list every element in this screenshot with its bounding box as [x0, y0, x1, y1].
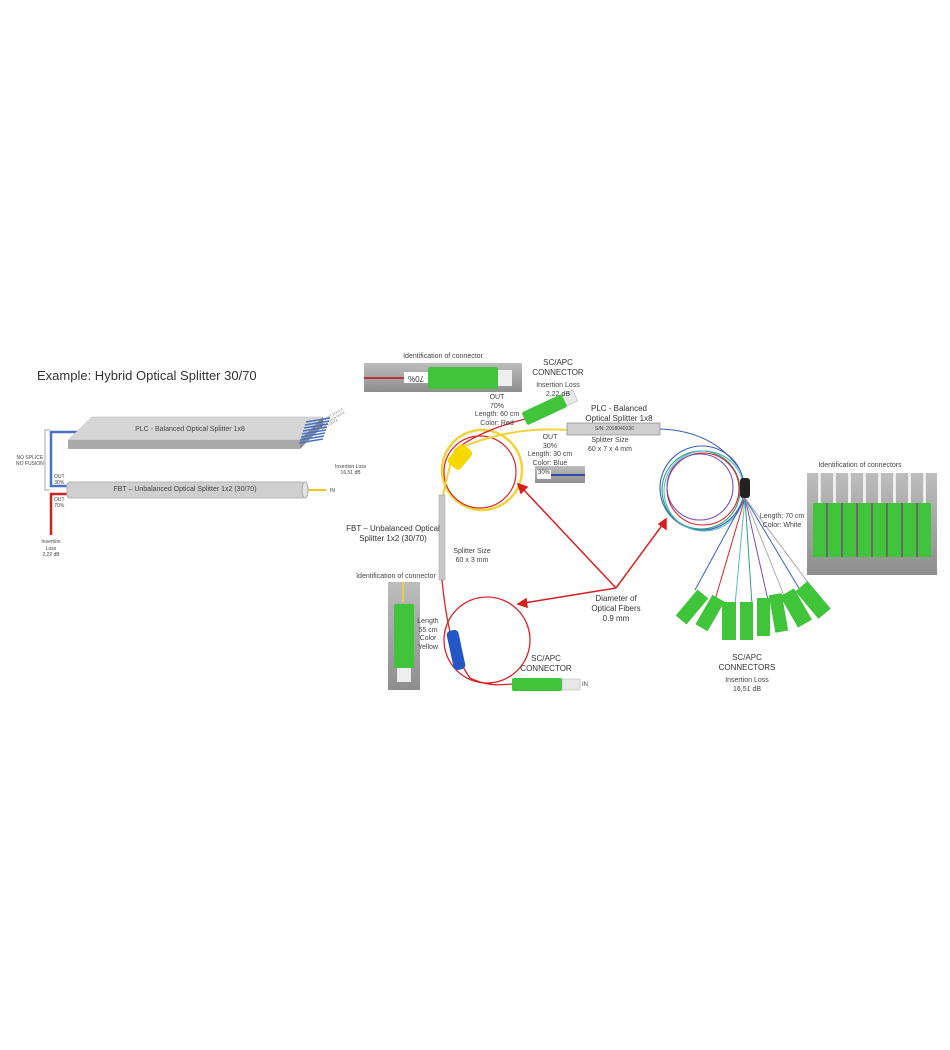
l2: CONNECTOR: [520, 664, 572, 673]
fbt-tube: [438, 494, 446, 581]
no-fusion: NO FUSION: [16, 461, 44, 467]
l1: Insertion: [41, 539, 61, 545]
l1: Splitter Size: [591, 437, 629, 444]
fbt-label: FBT – Unbalanced Optical Splitter 1x2 (3…: [113, 486, 257, 493]
in-connector: [512, 678, 562, 691]
l2: Color: White: [762, 521, 802, 529]
l3: Length: 60 cm: [474, 411, 520, 418]
l2: Loss: [45, 545, 57, 552]
l1: OUT: [489, 394, 505, 401]
blue-sleeve: [446, 629, 466, 671]
fbt-sleeve: [447, 444, 473, 470]
value: 16,51 dB: [340, 470, 361, 476]
l2: 70%: [489, 402, 504, 410]
l3: 0.9 mm: [602, 614, 630, 623]
out70-connector: [522, 389, 579, 425]
label: Insertion Loss: [335, 464, 367, 470]
l1: PLC - Balanced: [590, 404, 648, 413]
connectors-identification-photo-right: [807, 473, 937, 575]
l1: FBT – Unbalanced Optical: [346, 524, 440, 533]
fiber-tie: [740, 478, 750, 498]
l2: 2,22 dB: [545, 390, 571, 398]
l2: CONNECTORS: [718, 663, 776, 672]
l1: Insertion Loss: [725, 677, 769, 684]
l2: 55 cm: [418, 626, 438, 634]
l1: SC/APC: [732, 653, 762, 662]
out: OUT: [54, 497, 65, 503]
l4: Color: Blue: [532, 459, 568, 467]
l3: Color: [419, 635, 437, 642]
l4: Color: Red: [480, 419, 514, 427]
value: 2,22 dB: [42, 552, 60, 558]
l1: OUT: [542, 434, 558, 441]
plc-serial: S/N: 2018040236: [595, 426, 634, 432]
l2: Optical Fibers: [591, 604, 641, 613]
out30-fiber-photo: 30%: [535, 466, 585, 483]
out70-fiber: [49, 492, 67, 535]
l1: Length: [417, 618, 439, 625]
l1: SC/APC: [543, 358, 573, 367]
l2: 60 x 7 x 4 mm: [588, 445, 632, 453]
output-connectors: [675, 581, 831, 640]
output-fibers: [694, 497, 811, 606]
fiber-tag: 30%: [537, 470, 551, 479]
bracket: [44, 429, 50, 491]
l2: 16,51 dB: [732, 685, 762, 693]
pct: 70%: [54, 503, 65, 509]
plc-label: PLC - Balanced Optical Splitter 1x8: [135, 426, 245, 433]
l3: Length: 30 cm: [527, 451, 573, 458]
pct: 30%: [54, 480, 65, 486]
red-loop-top: [443, 435, 517, 509]
l4: Yellow: [418, 643, 438, 651]
l1: SC/APC: [531, 654, 561, 663]
connector-tag: 70%: [404, 372, 428, 383]
l2: 30%: [542, 442, 557, 450]
l2: CONNECTOR: [532, 368, 584, 377]
plc-slab-front: [68, 440, 300, 449]
l1: Length: 70 cm: [759, 513, 805, 520]
id-connector-left-label: Identification of connector: [356, 573, 436, 580]
diagram-title: Example: Hybrid Optical Splitter 30/70: [37, 368, 257, 383]
l2: 60 x 3 mm: [455, 556, 489, 564]
l2: Splitter 1x2 (30/70): [359, 534, 427, 543]
diameter-arrows: [516, 482, 667, 609]
red-loop-bottom: [443, 596, 531, 684]
id-connectors-right-label: Identification of connectors: [818, 462, 902, 469]
l1: Splitter Size: [453, 548, 491, 555]
l1: Diameter of: [595, 594, 637, 603]
l1: Insertion Loss: [536, 382, 580, 389]
out: OUT: [54, 474, 65, 480]
connector-identification-photo-top: 70%: [364, 363, 522, 392]
plc-output-fibers: [298, 417, 331, 444]
in-label: IN: [330, 488, 335, 494]
id-connector-top-label: Identification of connector: [403, 353, 483, 360]
l2: Optical Splitter 1x8: [585, 414, 653, 423]
no-splice: NO SPLICE: [16, 455, 44, 461]
in-label-photo: IN: [582, 682, 588, 688]
connector-identification-photo-left: [388, 582, 420, 690]
yellow-loop: [440, 428, 524, 512]
